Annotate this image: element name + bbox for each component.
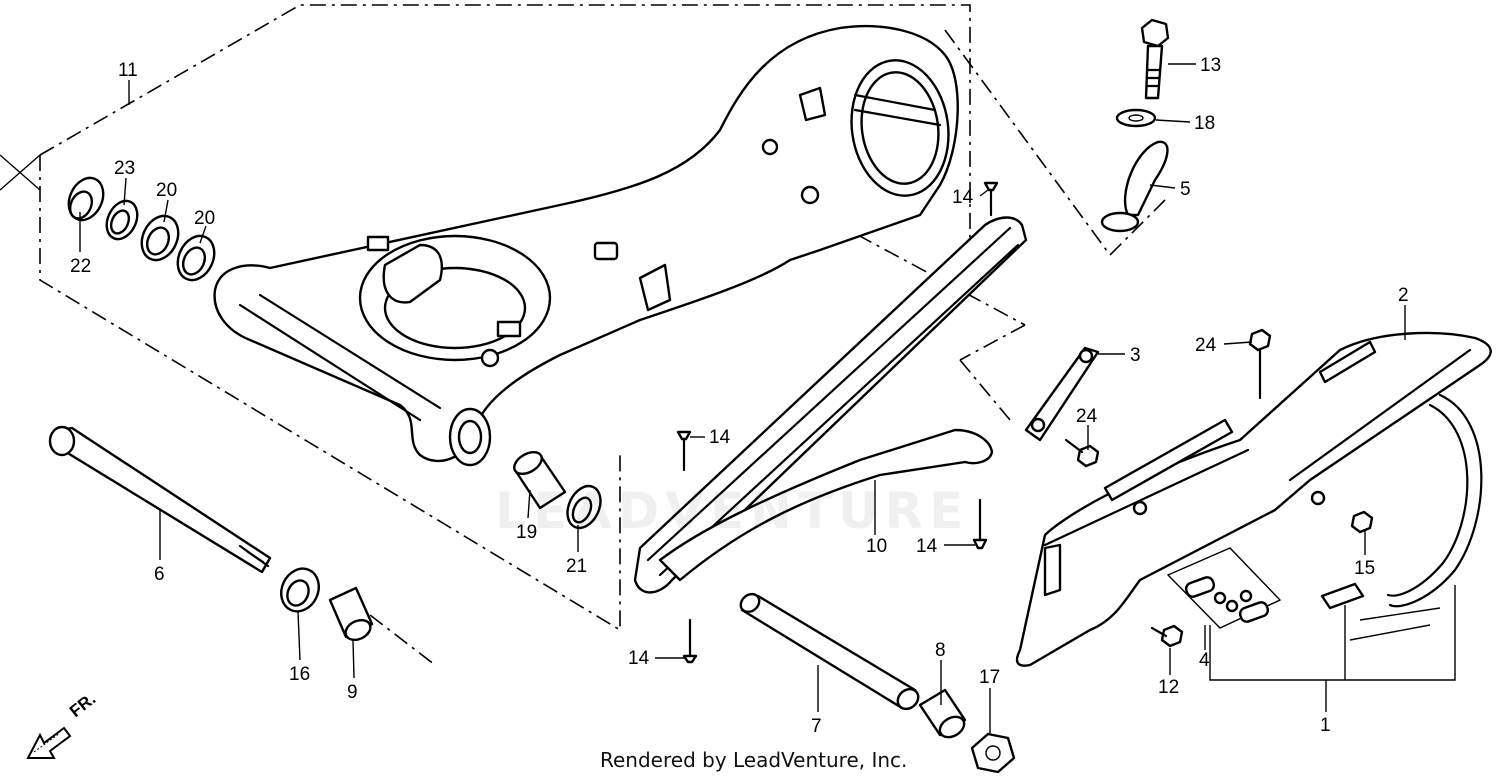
pivot-bushing [328,586,374,642]
pivot-bolt [48,425,272,574]
callout-20a: 20 [156,180,177,201]
needle-bearing [513,450,567,510]
callout-12: 12 [1158,677,1179,698]
callout-17: 17 [979,667,1000,688]
pivot-collar [280,567,320,613]
callout-9: 9 [347,682,358,703]
render-credit: Rendered by LeadVenture, Inc. [600,748,908,772]
callout-labels: 11 23 20 20 22 13 18 5 14 14 14 14 2 3 2… [70,55,1409,737]
callout-20b: 20 [194,208,215,229]
dust-seal [566,484,602,530]
callout-14d: 14 [628,648,650,669]
callout-16: 16 [289,664,310,685]
callout-18: 18 [1194,113,1215,134]
callout-19: 19 [516,522,537,543]
callout-14c: 14 [916,536,938,557]
leader-lines [79,63,1456,735]
watermark: LEADVENTURE [495,482,970,540]
callout-5: 5 [1180,179,1191,200]
callout-6: 6 [154,564,165,585]
callout-4: 4 [1199,650,1210,671]
callout-14b: 14 [709,427,731,448]
swingarm-group-boundary [0,4,1166,666]
callout-21: 21 [566,556,587,577]
master-link-set [1166,547,1282,629]
callout-23: 23 [114,158,135,179]
bolt [1140,18,1170,100]
callout-2: 2 [1398,285,1409,306]
callout-11: 11 [118,60,138,81]
callout-3: 3 [1130,345,1141,366]
callout-1: 1 [1320,715,1331,736]
front-direction-arrow-icon [26,726,72,759]
chain-case-bracket [1024,346,1100,442]
small-bolts [1064,328,1374,648]
chain-slider [633,216,1028,594]
spring-clip [1100,140,1169,233]
washer [1115,108,1157,128]
drive-chain [1320,393,1483,641]
screws [676,181,999,664]
callout-15: 15 [1354,558,1375,579]
callout-14a: 14 [952,187,974,208]
swingarm-body [213,24,959,467]
callout-8: 8 [935,640,946,661]
axle-nut [970,732,1016,774]
callout-24b: 24 [1076,406,1098,427]
callout-13: 13 [1200,55,1221,76]
callout-7: 7 [811,716,822,737]
axle-pipe [739,592,920,711]
collar [918,688,967,739]
chain-case [1015,331,1492,667]
callout-22: 22 [70,256,91,277]
pivot-seals-bearings [67,176,216,282]
chain-guide [658,428,994,582]
callout-10: 10 [866,536,887,557]
callout-24a: 24 [1195,335,1217,356]
